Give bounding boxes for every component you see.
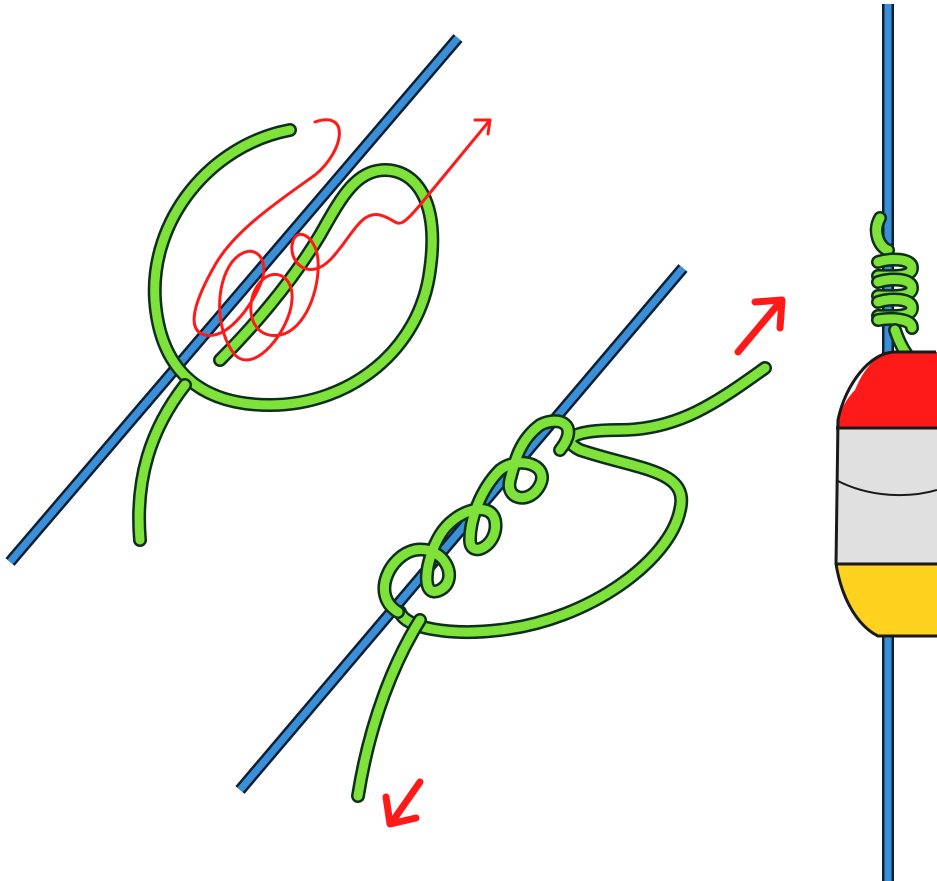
step-1-illustration (10, 38, 490, 562)
stopper-knot (877, 218, 912, 362)
pull-up-arrow (738, 300, 782, 352)
step-2-main-line (240, 268, 683, 790)
step-2-illustration (240, 268, 782, 824)
float-middle-band (836, 428, 937, 564)
float-bottom-section (836, 564, 937, 636)
float-top-section (836, 352, 937, 428)
pull-down-arrow (386, 782, 420, 824)
step-3-illustration (836, 4, 937, 881)
step-1-main-line (10, 38, 458, 562)
float-with-stopper (836, 352, 937, 636)
step-1-green-loop (155, 130, 433, 405)
step-2-green-loop (400, 368, 765, 632)
